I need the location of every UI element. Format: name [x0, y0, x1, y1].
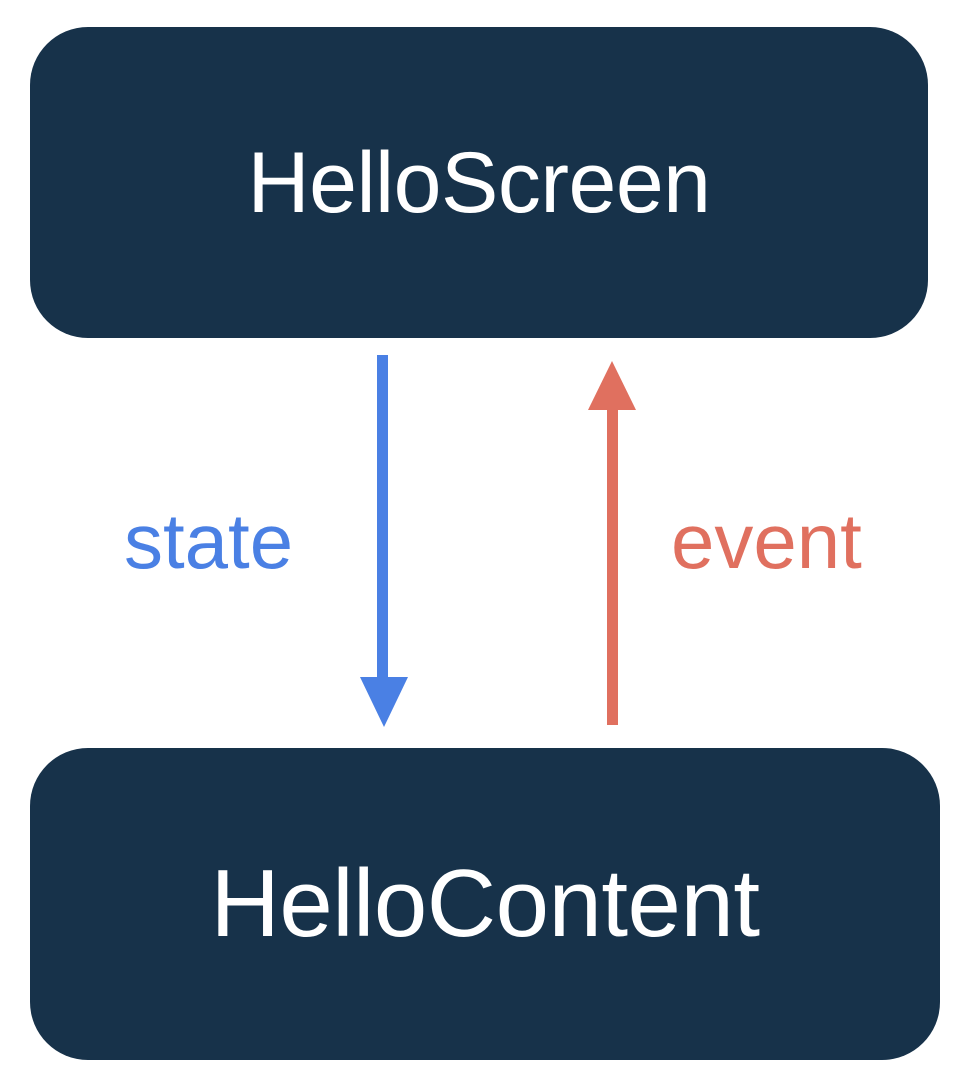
arrow-state-down-icon	[360, 355, 408, 727]
node-hello-screen[interactable]: HelloScreen	[30, 27, 928, 338]
arrow-event-up-icon	[588, 361, 636, 725]
node-hello-screen-label: HelloScreen	[247, 134, 711, 231]
node-hello-content[interactable]: HelloContent	[30, 748, 940, 1060]
edge-label-event: event	[671, 497, 862, 585]
edge-label-state: state	[124, 497, 294, 585]
node-hello-content-label: HelloContent	[210, 850, 761, 957]
